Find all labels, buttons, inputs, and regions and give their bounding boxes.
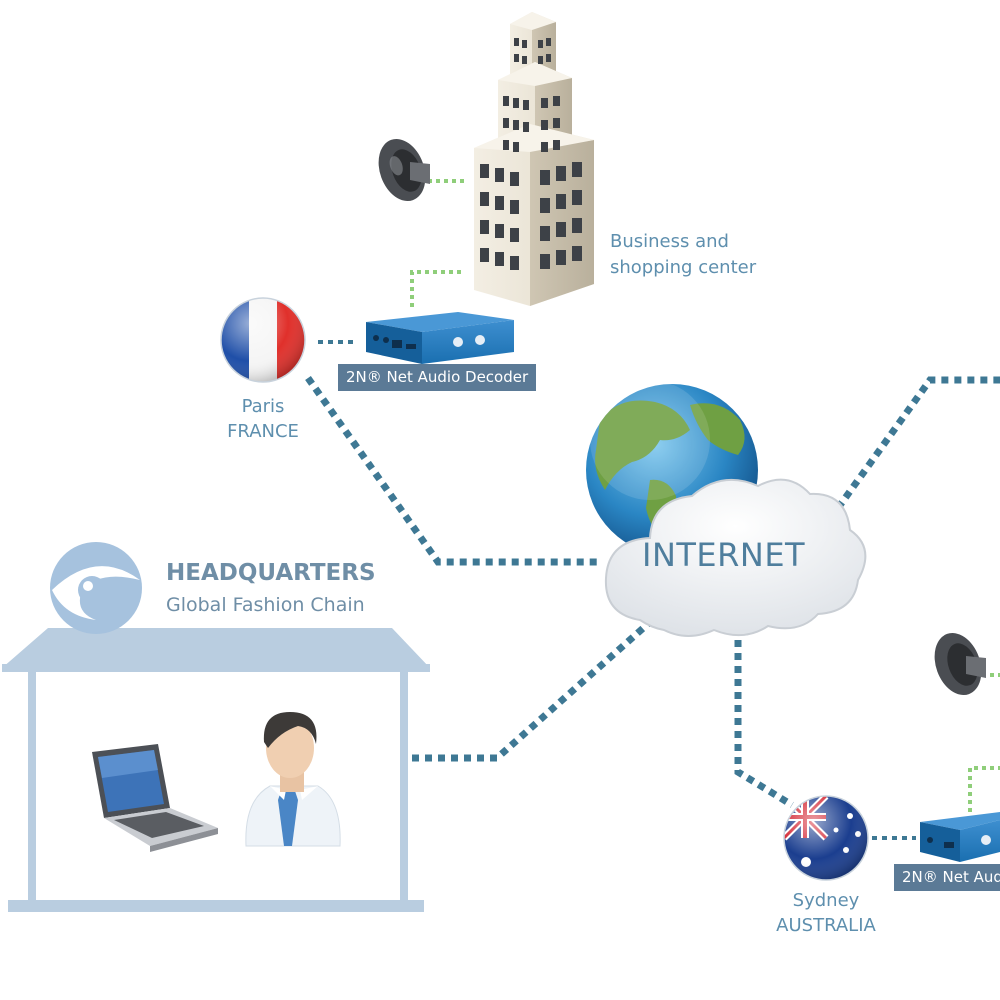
audio-links: [410, 179, 1000, 812]
sydney-location-label: Sydney AUSTRALIA: [766, 888, 886, 938]
link-building-device: [410, 270, 462, 307]
cloud-icon: [604, 478, 867, 637]
australia-flag-icon: [783, 795, 869, 881]
headquarters-building: [2, 628, 430, 912]
link-sydney-device-up: [968, 766, 1000, 812]
paris-location-label: Paris FRANCE: [213, 394, 313, 444]
headquarters-title: HEADQUARTERS: [166, 560, 376, 586]
link-paris-internet: [305, 375, 598, 566]
speaker-icon: [378, 139, 430, 201]
paris-country: FRANCE: [227, 421, 299, 442]
audio-decoder-icon: [920, 812, 1000, 862]
audio-decoder-icon: [366, 312, 514, 364]
businessman-icon: [245, 712, 341, 847]
link-hq-internet: [412, 619, 653, 762]
business-label-line1: Business and: [610, 231, 729, 252]
sydney-city: Sydney: [792, 890, 860, 911]
building-icon: [474, 12, 594, 306]
link-internet-sydney: [734, 640, 794, 808]
paris-city: Paris: [241, 396, 285, 417]
sydney-device-label: 2N® Net Aud: [894, 864, 1000, 891]
eye-logo-icon: [50, 542, 142, 634]
paris-device-label: 2N® Net Audio Decoder: [338, 364, 536, 391]
speaker-icon: [934, 633, 986, 695]
network-links: [305, 340, 1000, 840]
headquarters-subtitle: Global Fashion Chain: [166, 594, 365, 616]
france-flag-icon: [220, 297, 306, 383]
sydney-country: AUSTRALIA: [776, 915, 876, 936]
business-label-line2: shopping center: [610, 257, 757, 278]
business-label: Business and shopping center: [610, 229, 756, 281]
link-internet-east: [835, 376, 1000, 511]
internet-label: INTERNET: [642, 536, 806, 574]
laptop-icon: [92, 744, 218, 852]
